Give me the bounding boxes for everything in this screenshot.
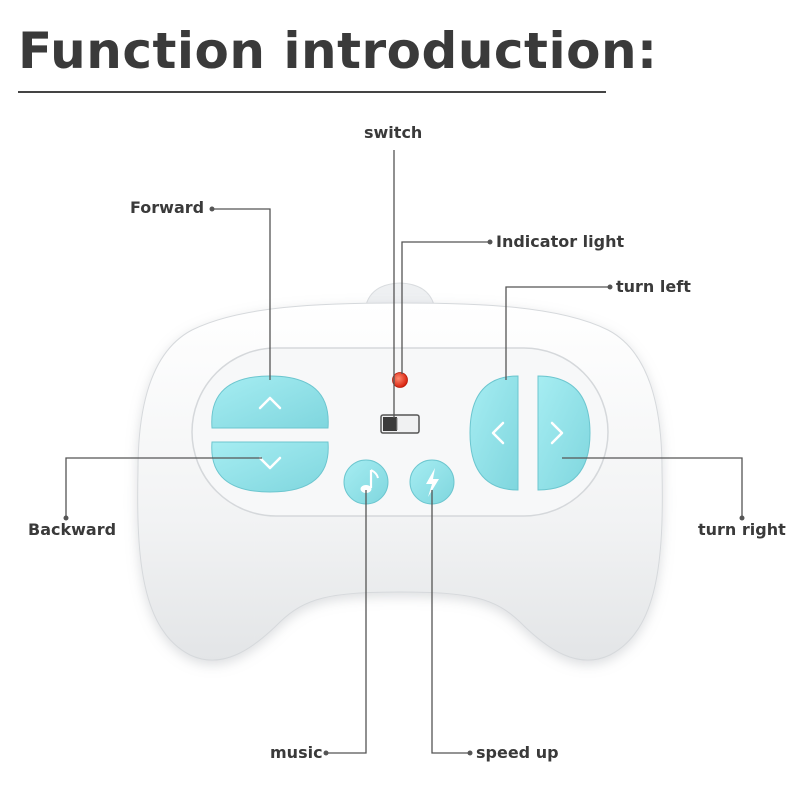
label-turn-right: turn right: [698, 520, 786, 539]
top-knob: [365, 282, 435, 306]
indicator-light: [392, 372, 408, 388]
leader-backward: [65, 457, 262, 518]
title-underline: [18, 91, 606, 93]
leader-lines: [65, 150, 743, 754]
label-indicator-light: Indicator light: [496, 232, 625, 251]
label-switch: switch: [364, 123, 423, 142]
page-title: Function introduction:: [18, 22, 658, 80]
chevron-up-icon: [258, 396, 282, 410]
music-note-icon: [360, 469, 379, 493]
leader-turn-left: [505, 286, 610, 380]
turn-right-button[interactable]: [537, 375, 591, 491]
leader-forward: [212, 208, 271, 380]
power-switch-slider: [383, 417, 397, 431]
label-music: music: [270, 743, 323, 762]
label-backward: Backward: [28, 520, 117, 539]
leader-indicator: [401, 241, 490, 374]
leader-dots: [63, 206, 745, 756]
lightning-icon: [426, 468, 439, 497]
label-speed-up: speed up: [476, 743, 559, 762]
leader-speed-up: [431, 490, 470, 754]
leader-turn-right: [562, 457, 743, 518]
chevron-left-icon: [491, 421, 505, 445]
chevron-down-icon: [258, 456, 282, 470]
chevron-right-icon: [550, 421, 564, 445]
label-turn-left: turn left: [616, 277, 691, 296]
leader-music: [326, 490, 367, 754]
label-forward: Forward: [130, 198, 205, 217]
